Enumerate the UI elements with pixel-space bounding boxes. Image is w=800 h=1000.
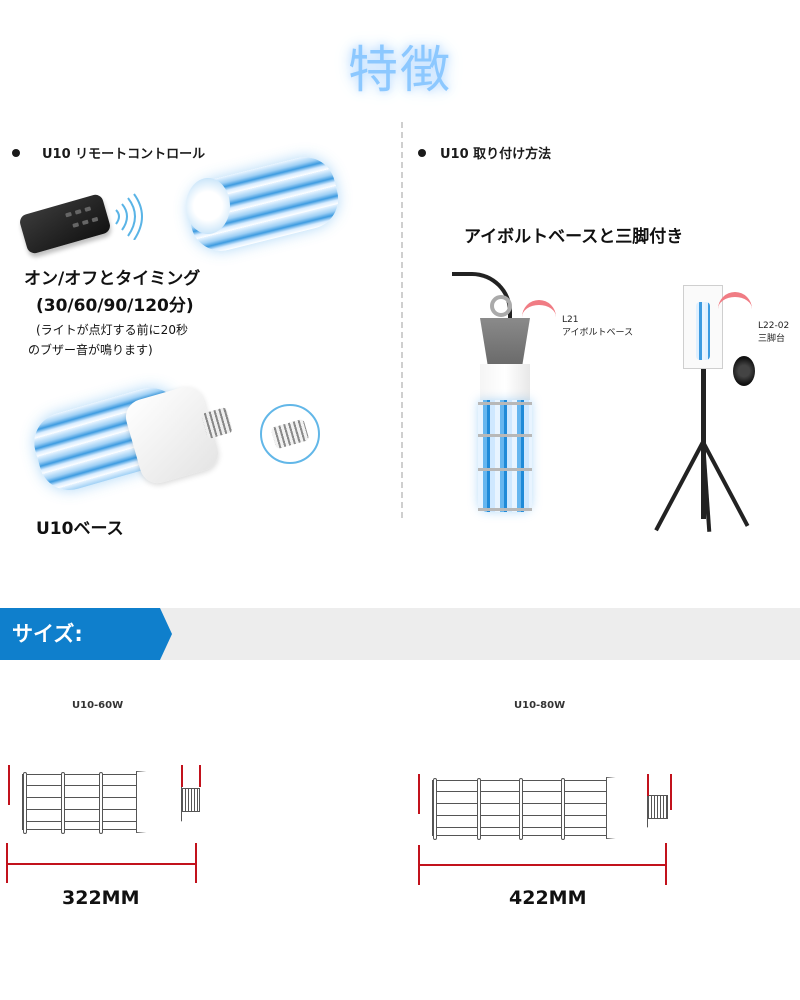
buzzer-note-line1: (ライトが点灯する前に20秒 bbox=[36, 323, 188, 337]
dimension-tick bbox=[670, 774, 672, 810]
dimension-tick bbox=[418, 774, 420, 814]
dimension-line-80w bbox=[418, 864, 667, 866]
cage-ring bbox=[478, 508, 532, 511]
cage-ring bbox=[478, 468, 532, 471]
remote-control-image bbox=[18, 192, 112, 256]
buzzer-note-line2: のブザー音が鳴ります) bbox=[28, 343, 153, 357]
model-name-60w: U10-60W bbox=[72, 700, 124, 711]
installation-heading: U10 取り付け方法 bbox=[418, 143, 551, 162]
length-60w: 322MM bbox=[62, 887, 140, 909]
eyebolt-code: L21 bbox=[562, 315, 579, 325]
remote-control-heading: U10 リモートコントロール bbox=[12, 143, 205, 162]
page-title: 特徴 bbox=[348, 41, 452, 99]
lamp-drawing-60w bbox=[22, 772, 140, 834]
dimension-tick bbox=[181, 765, 183, 787]
hanging-uv-lamp-image bbox=[478, 400, 532, 512]
screw-base-image bbox=[200, 406, 234, 440]
tripod-code: L22-02 bbox=[758, 321, 790, 331]
lamp-drawing-screw-80w bbox=[648, 795, 668, 819]
installation-subtitle: アイボルトベースと三脚付き bbox=[464, 227, 684, 247]
dimension-tick bbox=[647, 774, 649, 796]
size-banner-label: サイズ: bbox=[12, 622, 83, 646]
tripod-lamp-panel-image bbox=[683, 285, 723, 369]
cage-ring bbox=[478, 434, 532, 437]
pointer-arrow-icon bbox=[522, 300, 556, 322]
size-banner-tab bbox=[0, 608, 172, 660]
dimension-tick bbox=[199, 765, 201, 787]
installation-heading-text: U10 取り付け方法 bbox=[440, 147, 552, 162]
section-divider bbox=[401, 122, 403, 518]
eyebolt-name: アイボルトベース bbox=[562, 328, 634, 338]
timer-options-text: (30/60/90/120分) bbox=[36, 296, 194, 316]
lamp-neck-image bbox=[480, 364, 530, 400]
timer-feature-text: オン/オフとタイミング bbox=[24, 269, 201, 289]
cage-ring bbox=[478, 402, 532, 405]
tripod-name: 三脚台 bbox=[758, 334, 786, 344]
cable-reel-image bbox=[733, 356, 755, 386]
eyebolt-image bbox=[490, 295, 512, 317]
wireless-signal-icon bbox=[115, 193, 143, 240]
pointer-arrow-icon bbox=[718, 292, 752, 314]
remote-control-heading-text: U10 リモートコントロール bbox=[42, 147, 206, 162]
tripod-leg bbox=[654, 441, 705, 532]
length-80w: 422MM bbox=[509, 887, 587, 909]
lamp-drawing-screw-60w bbox=[182, 788, 200, 812]
u10-base-label: U10ベース bbox=[36, 519, 124, 539]
bullet-icon bbox=[12, 148, 20, 157]
dimension-tick bbox=[8, 765, 10, 805]
model-name-80w: U10-80W bbox=[514, 700, 566, 711]
bullet-icon bbox=[418, 148, 426, 157]
screw-base-closeup-image bbox=[260, 404, 320, 464]
lamp-drawing-head-60w bbox=[136, 771, 182, 833]
dimension-line-60w bbox=[6, 863, 197, 865]
lamp-drawing-80w bbox=[432, 778, 608, 840]
lamp-drawing-head-80w bbox=[606, 777, 648, 839]
eyebolt-base-image bbox=[480, 318, 530, 364]
lamp-end-cap-image bbox=[186, 178, 230, 234]
